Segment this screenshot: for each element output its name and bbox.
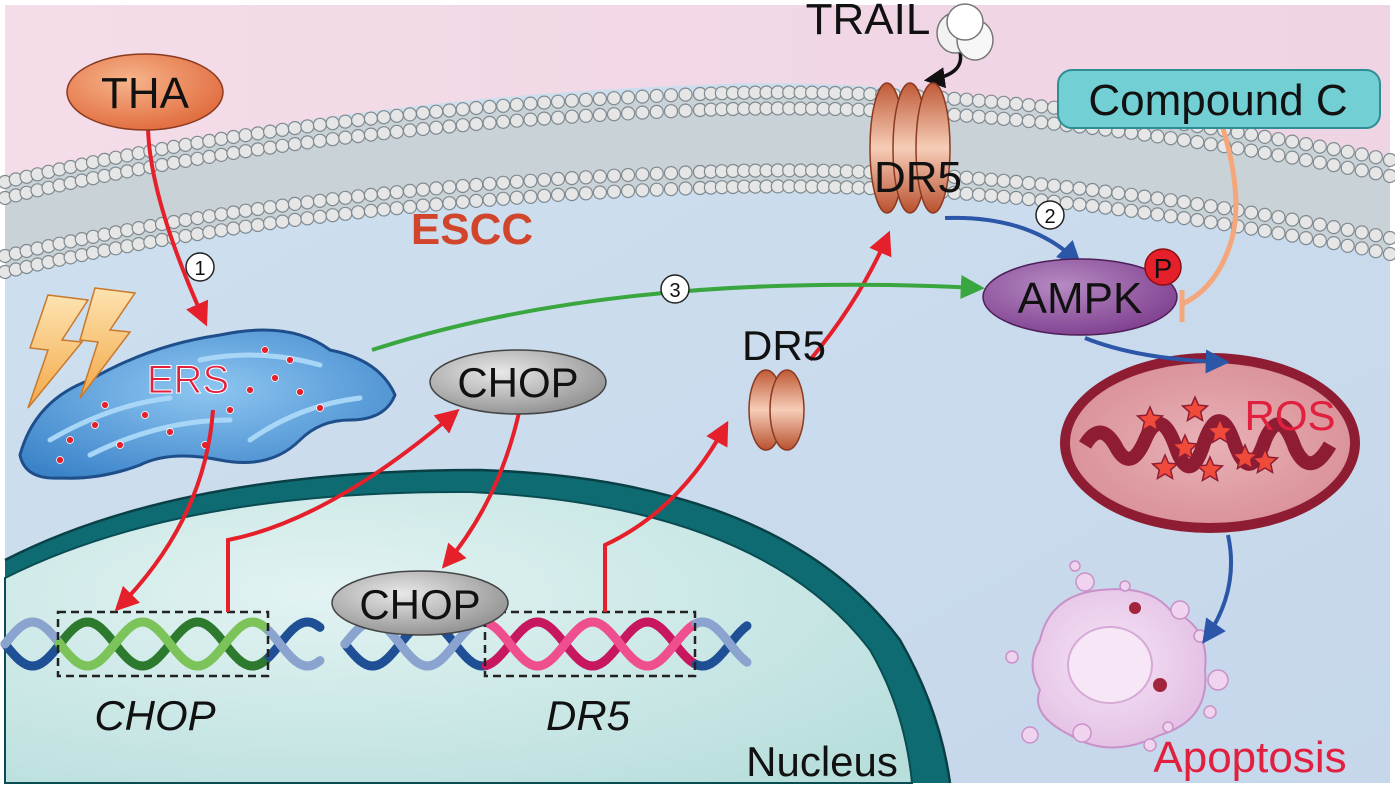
ros-to-apoptosis-arrow — [1202, 534, 1234, 644]
phospho-label: P — [1154, 253, 1173, 284]
compound-c-inhibition-line — [1178, 124, 1239, 308]
dr5-gene-label: DR5 — [546, 692, 631, 739]
dr5-gene-to-dr5-protein-arrow — [603, 420, 729, 612]
extracellular-space — [5, 5, 1390, 185]
ampk-label: AMPK — [1018, 274, 1143, 323]
ampk-to-ros-arrow — [1084, 336, 1230, 374]
chop-gene-label: CHOP — [94, 692, 215, 739]
step-1-label: 1 — [194, 258, 205, 280]
dr5-cytoplasmic-protein-icon — [748, 369, 805, 451]
trail-binding-arrow — [923, 51, 963, 89]
ers-label: ERS — [147, 358, 229, 402]
chop-gene-to-chop-protein-arrow — [226, 408, 460, 612]
escc-label: ESCC — [411, 205, 533, 254]
mitochondrion — [1060, 353, 1360, 533]
chop-nuclear-label: CHOP — [359, 581, 480, 628]
compound-c-label: Compound C — [1088, 76, 1347, 125]
dr5-promoter-box — [483, 610, 697, 678]
ers-to-ampk-arrow — [371, 275, 985, 352]
chop-cytoplasm-node — [429, 349, 607, 415]
dr5-membrane-label: DR5 — [874, 153, 962, 202]
nucleus-label: Nucleus — [746, 738, 898, 785]
chop-to-nuclear-chop-arrow — [441, 407, 522, 569]
tha-to-ers-arrow — [146, 127, 209, 327]
ros-label: ROS — [1244, 392, 1335, 439]
trail-ligand-icon — [936, 3, 994, 61]
dr5-to-ampk-arrow — [944, 215, 1082, 266]
trail-label: TRAIL — [806, 0, 931, 44]
phosphorylation-badge — [1144, 248, 1182, 286]
apoptotic-cell — [1005, 560, 1229, 752]
chop-nuclear-node — [331, 570, 509, 636]
chop-gene-dna — [0, 610, 325, 678]
compound-c-node — [1057, 69, 1381, 129]
tha-node — [66, 53, 224, 131]
dr5-to-membrane-arrow — [808, 230, 892, 362]
stress-lightning-icon — [27, 287, 137, 409]
step-3-marker: 3 — [660, 274, 690, 304]
step-1-marker: 1 — [185, 252, 215, 282]
step-3-label: 3 — [669, 280, 680, 302]
step-2-marker: 2 — [1035, 200, 1065, 230]
pathway-arrows — [114, 51, 1239, 644]
dr5-cytoplasm-label: DR5 — [742, 322, 826, 369]
chop-cytoplasm-label: CHOP — [457, 359, 578, 406]
ers-to-chop-gene-arrow — [114, 409, 215, 612]
step-2-label: 2 — [1044, 206, 1055, 228]
ampk-node — [982, 258, 1178, 336]
apoptosis-label: Apoptosis — [1153, 733, 1346, 782]
tha-label: THA — [101, 69, 190, 118]
endoplasmic-reticulum — [18, 328, 397, 480]
chop-promoter-box — [56, 610, 270, 678]
dr5-membrane-receptor-icon — [869, 82, 951, 214]
dr5-gene-dna — [340, 610, 752, 678]
